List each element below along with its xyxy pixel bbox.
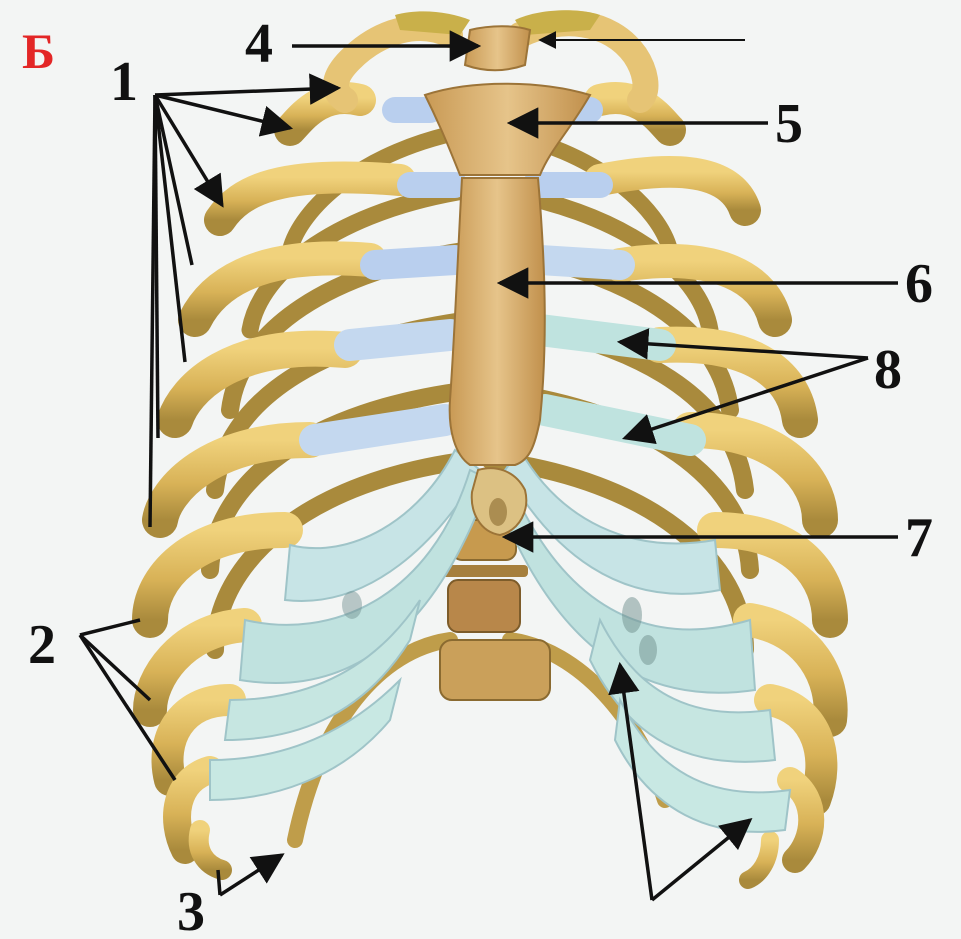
panel-label: Б [22, 23, 55, 79]
manubrium [425, 84, 590, 175]
label-1: 1 [110, 51, 138, 113]
label-8: 8 [874, 339, 902, 401]
sternum-body [450, 178, 545, 465]
label-3: 3 [177, 881, 205, 939]
label-7: 7 [905, 507, 933, 569]
label-5: 5 [775, 93, 803, 155]
label-2: 2 [28, 614, 56, 676]
ribs-left [150, 98, 490, 870]
sternum-notch-top [465, 26, 530, 70]
label-6: 6 [905, 253, 933, 315]
label-4: 4 [245, 13, 273, 75]
